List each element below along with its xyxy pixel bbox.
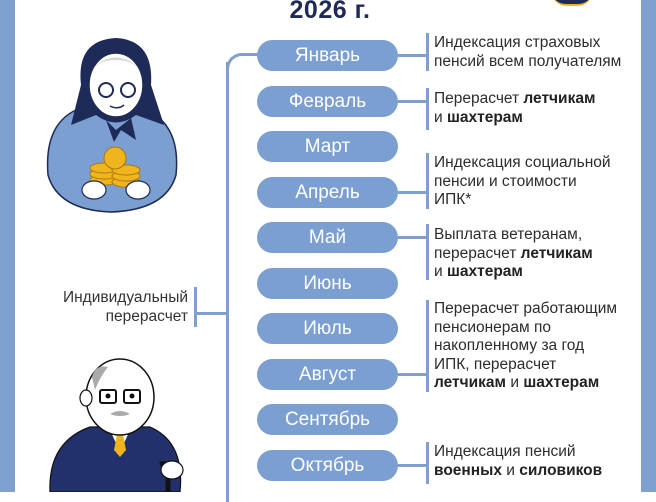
event-january: Индексация страховых пенсий всем получат… [434,34,621,71]
page-title: 2026 г. [289,0,371,24]
side-label-line2: перерасчет [105,308,188,325]
event-emphasis: военных [434,461,502,479]
grandmother-illustration [46,38,178,213]
timeline-trunk [226,62,229,502]
month-pill-october: Октябрь [257,450,398,481]
side-label-bracket [194,287,197,327]
connector-october [398,464,427,467]
event-line: пенсии и стоимости [434,172,577,190]
month-pill-may: Май [257,222,398,253]
event-emphasis: шахтерам [446,263,523,280]
side-label-connector [194,312,227,315]
month-pill-january: Январь [257,40,398,71]
event-line: Индексация пенсий [434,443,576,460]
individual-recalc-label: Индивидуальный перерасчет [63,288,188,326]
event-line: пенсий всем получателям [434,52,622,70]
connector-bar-may [426,224,429,280]
connector-april [398,191,427,194]
event-february: Перерасчет летчикам и шахтерам [434,90,595,127]
side-label-line1: Индивидуальный [62,289,188,306]
connector-january [398,54,427,57]
connector-february [398,100,427,103]
event-line: Перерасчет работающим [434,300,618,317]
connector-august [398,373,427,376]
event-april: Индексация социальной пенсии и стоимости… [434,154,611,210]
event-emphasis: летчикам [520,244,593,262]
event-emphasis: шахтерам [446,108,523,126]
event-emphasis: шахтерам [523,374,600,391]
coin-icon [552,0,592,6]
month-pill-june: Июнь [257,268,398,299]
event-text: Перерасчет [434,90,524,107]
event-line: Индексация социальной [434,154,611,171]
month-pill-july: Июль [257,313,398,344]
event-october: Индексация пенсий военных и силовиков [434,443,602,480]
event-text: и [434,263,447,280]
event-line: пенсионерам по [434,318,551,336]
event-text: и [434,108,447,126]
event-line: накопленному за год [434,337,585,354]
event-text: перерасчет [434,244,521,262]
month-pill-august: Август [257,359,398,390]
month-pill-april: Апрель [257,177,398,208]
event-line: ИПК* [434,191,472,208]
event-may: Выплата ветеранам, перерасчет летчикам и… [434,226,593,282]
connector-bar-october [426,442,429,484]
event-line: Индексация страховых [434,34,601,51]
event-text: и [502,461,520,479]
connector-bar-april [426,153,429,209]
event-line: Выплата ветеранам, [434,226,583,243]
left-decor-strip [0,0,15,492]
event-emphasis: силовиков [519,461,603,479]
event-emphasis: летчикам [434,374,507,391]
connector-bar-february [426,88,429,130]
event-emphasis: летчикам [523,90,596,107]
right-decor-strip [641,0,656,492]
connector-bar-august [426,300,429,392]
event-line: ИПК, перерасчет [434,355,557,373]
event-text: и [506,374,524,391]
month-pill-february: Февраль [257,86,398,117]
connector-may [398,236,427,239]
connector-bar-january [426,33,429,71]
grandfather-illustration [49,358,184,492]
month-pill-september: Сентябрь [257,404,398,435]
timeline-connector [226,53,260,77]
month-pill-march: Март [257,131,398,162]
event-august: Перерасчет работающим пенсионерам по нак… [434,300,617,393]
